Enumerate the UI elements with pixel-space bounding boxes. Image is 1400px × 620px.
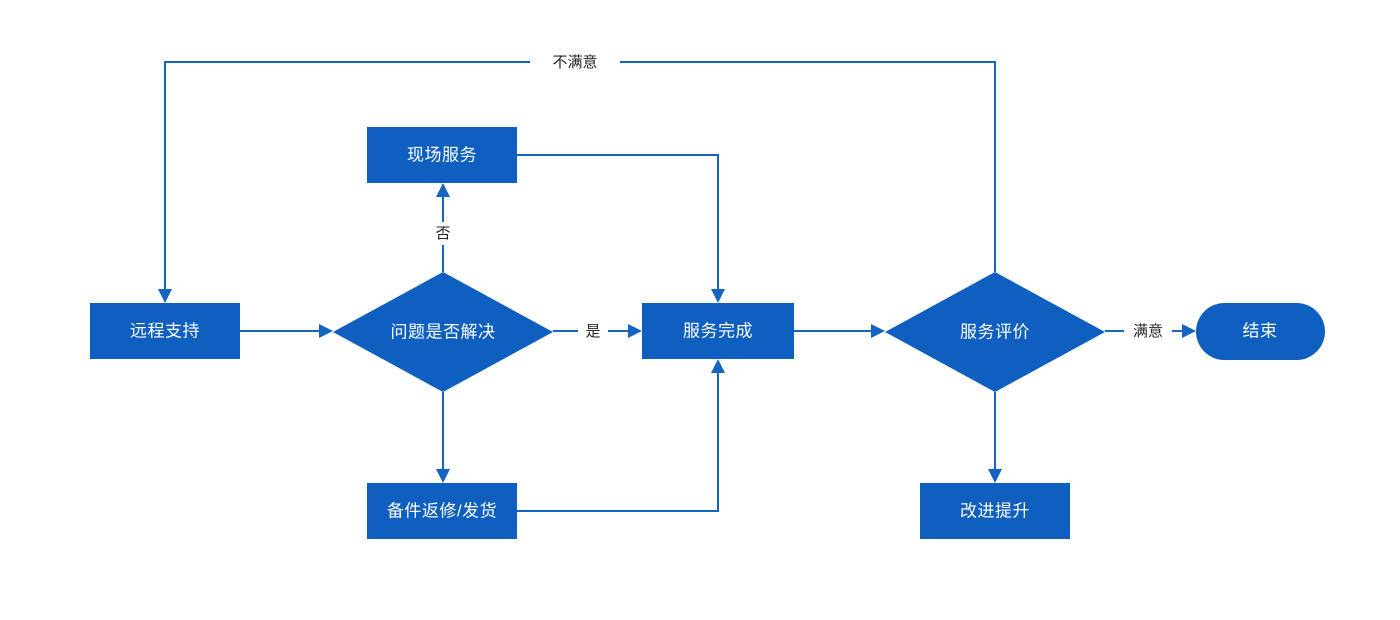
node-issue-resolved[interactable]: 问题是否解决 [333,272,553,392]
node-service-done[interactable]: 服务完成 [642,303,794,359]
node-label-service-rating: 服务评价 [960,322,1030,341]
node-remote-support[interactable]: 远程支持 [90,303,240,359]
arrow-head-no-onsite [436,183,450,197]
node-shape-rect [367,127,517,183]
arrow-head-issue-to-parts [436,469,450,483]
node-end[interactable]: 结束 [1196,303,1325,360]
nodes-layer: 远程支持 问题是否解决 现场服务 备件返修/发货 服务完成 [90,127,1325,539]
edge-line-unsatisfied-right [620,61,996,272]
arrow-head-satisfied-end [1182,324,1196,338]
node-parts-repair[interactable]: 备件返修/发货 [367,483,517,539]
edges-layer: 不满意 否 是 [158,53,1196,512]
node-shape-rect [920,483,1070,539]
edge-label-no: 否 [435,225,450,242]
edge-rating-to-improve[interactable] [988,392,1002,483]
node-shape-diamond [885,272,1105,392]
edge-issue-yes-done[interactable]: 是 [553,323,642,340]
edge-label-yes: 是 [585,323,600,340]
arrow-head-onsite-to-done [711,289,725,303]
node-shape-diamond [333,272,553,392]
node-onsite-service[interactable]: 现场服务 [367,127,517,183]
edge-line-unsatisfied-left [164,61,530,292]
edge-onsite-to-done[interactable] [517,154,725,303]
edge-line-parts-to-done [517,370,719,512]
node-shape-pill [1196,303,1325,360]
node-label-end: 结束 [1243,321,1278,340]
node-improvement[interactable]: 改进提升 [920,483,1070,539]
arrow-head-parts-to-done [711,359,725,373]
node-shape-rect [642,303,794,359]
node-label-improvement: 改进提升 [960,501,1030,520]
edge-label-unsatisfied: 不满意 [552,53,597,71]
node-label-service-done: 服务完成 [683,321,753,340]
node-shape-rect [90,303,240,359]
edge-done-to-rating[interactable] [794,324,885,338]
edge-issue-to-parts[interactable] [436,392,450,483]
edge-line-onsite-to-done [517,154,719,292]
node-label-onsite-service: 现场服务 [407,145,477,164]
node-label-parts-repair: 备件返修/发货 [387,501,497,520]
edge-label-satisfied: 满意 [1133,322,1163,340]
arrow-head-remote-to-issue [319,324,333,338]
edge-parts-to-done[interactable] [517,359,725,512]
edge-issue-no-onsite[interactable]: 否 [435,183,451,272]
edge-rating-satisfied-end[interactable]: 满意 [1105,322,1196,340]
arrow-head-done-to-rating [871,324,885,338]
edge-rating-unsatisfied[interactable]: 不满意 [158,53,996,303]
node-shape-rect [367,483,517,539]
node-service-rating[interactable]: 服务评价 [885,272,1105,392]
edge-remote-to-issue[interactable] [240,324,333,338]
arrow-head-yes-done [628,324,642,338]
node-label-remote-support: 远程支持 [130,321,200,340]
node-label-issue-resolved: 问题是否解决 [391,322,496,341]
arrow-head-rating-to-improve [988,469,1002,483]
arrow-head-unsatisfied [158,289,172,303]
